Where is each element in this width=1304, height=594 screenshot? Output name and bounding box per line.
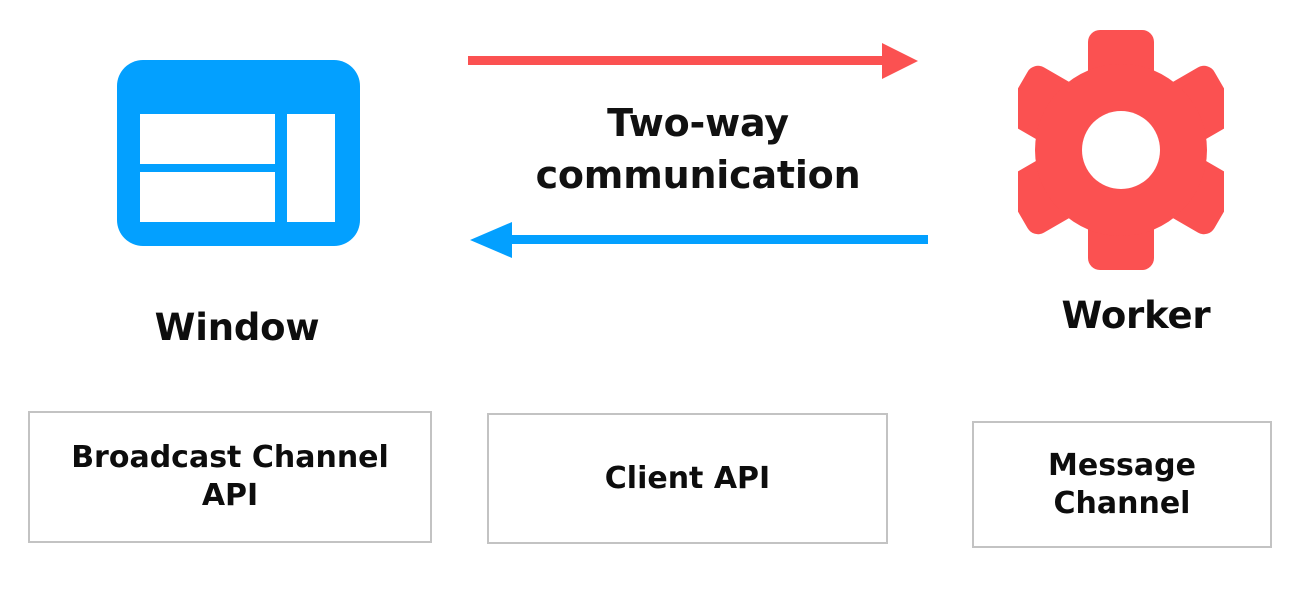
window-pane-bottom-left xyxy=(140,172,275,222)
window-pane-right xyxy=(287,114,335,222)
caption-line-1: Two-way xyxy=(607,101,789,145)
arrow-right-icon xyxy=(466,38,922,84)
api-box-text: Broadcast Channel API xyxy=(71,439,389,515)
gear-icon xyxy=(1018,30,1224,270)
browser-window-icon xyxy=(117,60,360,246)
api-box-text: Message Channel xyxy=(1048,447,1196,523)
connector-caption: Two-way communication xyxy=(470,98,926,201)
arrow-left-icon xyxy=(466,217,930,263)
api-box-broadcast-channel-api: Broadcast Channel API xyxy=(28,411,432,543)
caption-line-2: communication xyxy=(535,152,861,197)
api-box-line: Broadcast Channel xyxy=(71,440,389,476)
node-label-window: Window xyxy=(154,306,320,349)
node-label-worker: Worker xyxy=(1061,294,1211,337)
api-box-text: Client API xyxy=(605,460,770,498)
api-box-line: Message xyxy=(1048,447,1196,483)
api-box-message-channel: Message Channel xyxy=(972,421,1272,548)
window-pane-top-left xyxy=(140,114,275,164)
api-box-line: API xyxy=(201,478,259,513)
api-box-client-api: Client API xyxy=(487,413,888,544)
api-box-line: Channel xyxy=(1053,485,1191,521)
api-box-line: Client API xyxy=(604,460,771,496)
